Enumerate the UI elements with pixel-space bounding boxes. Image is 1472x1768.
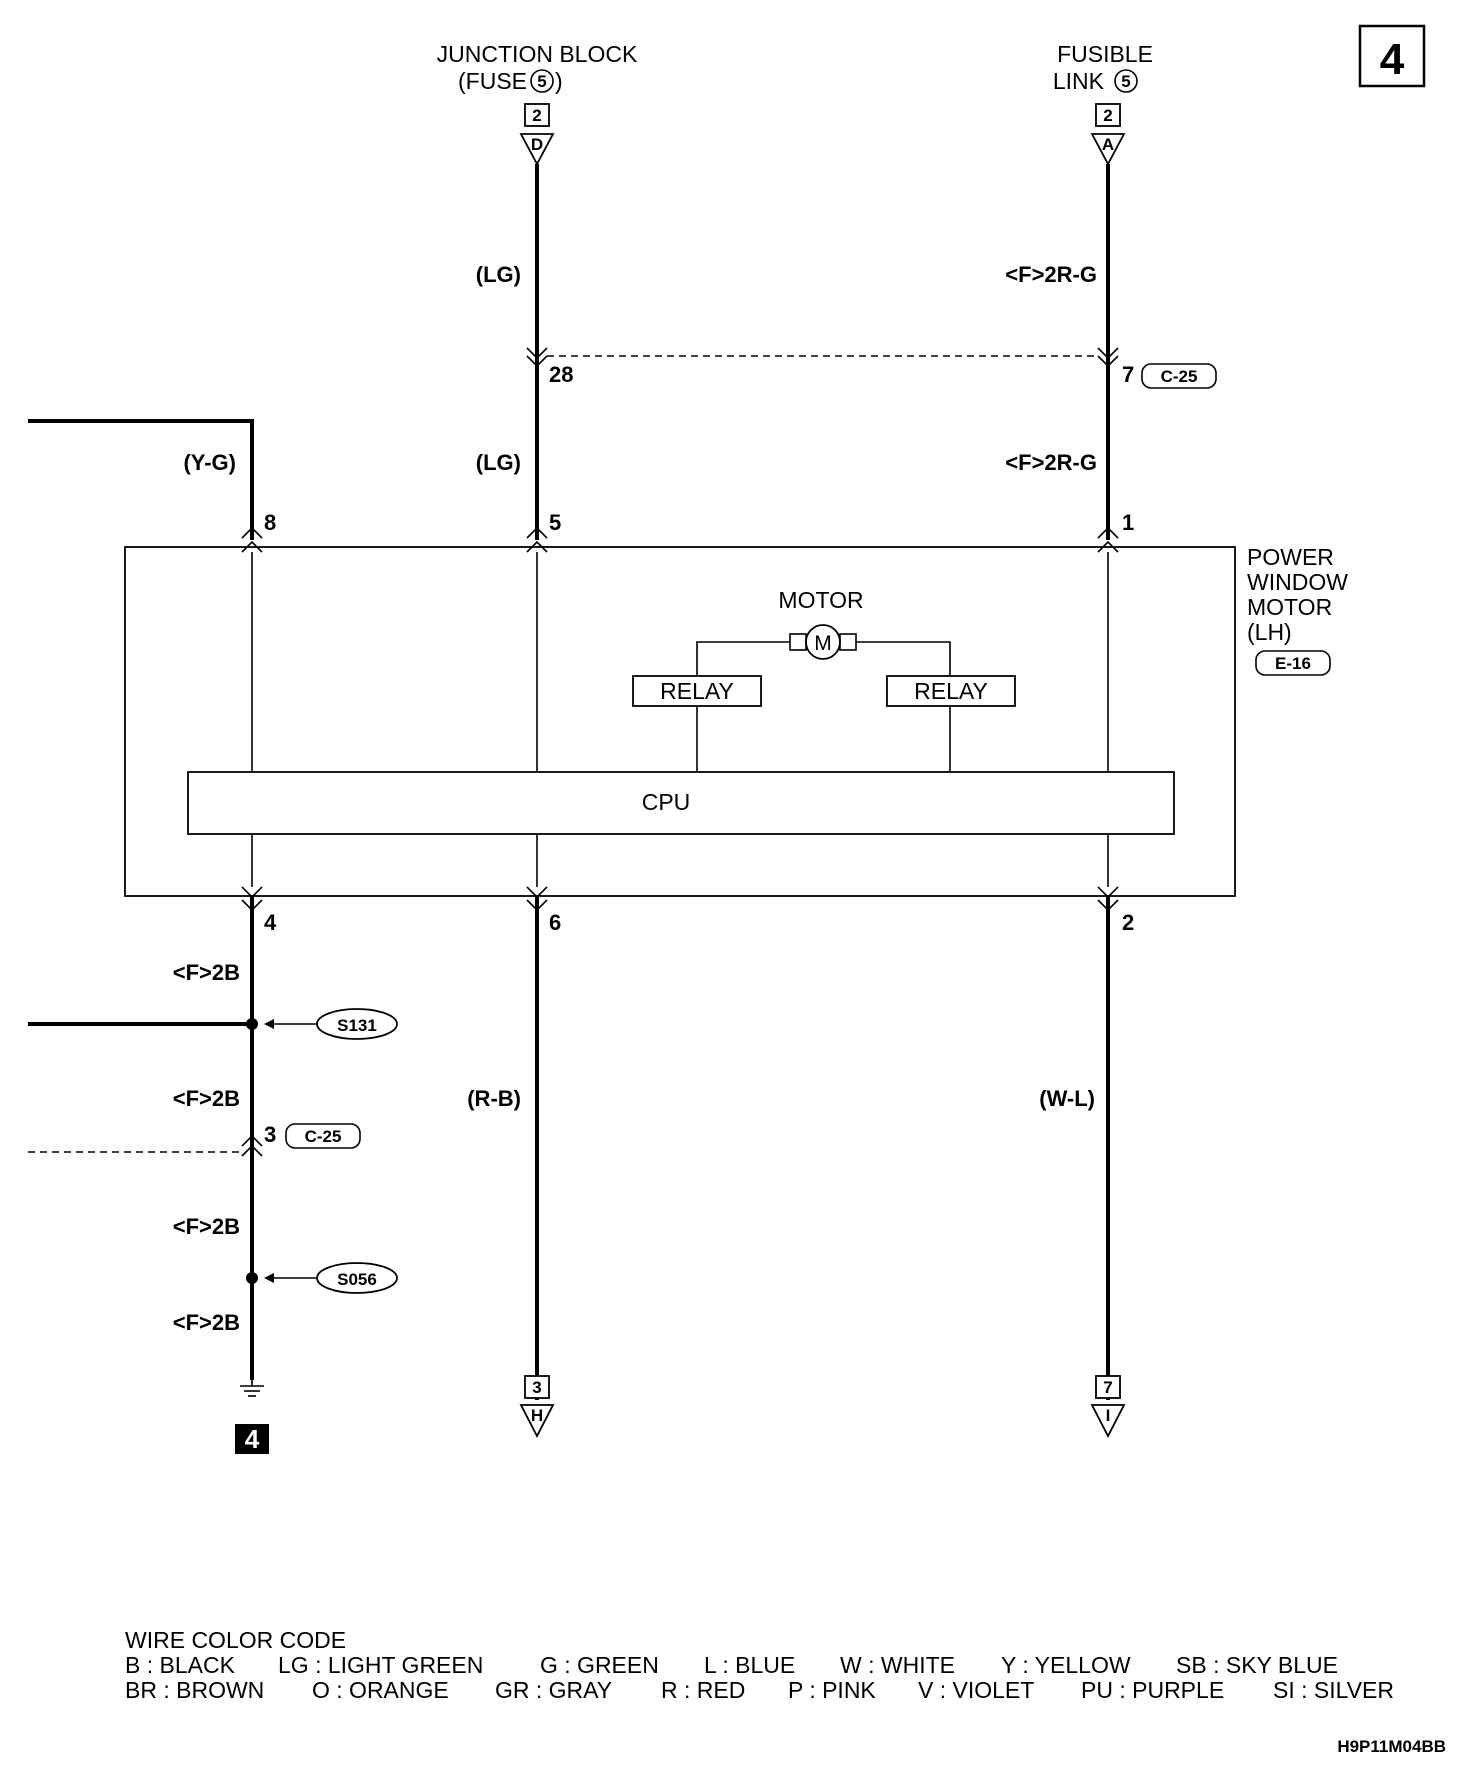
wire-label-lg-lower: (LG) — [476, 450, 521, 475]
svg-text:M: M — [814, 632, 832, 655]
legend-item: BR : BROWN — [125, 1677, 264, 1703]
terminal-top-right: 2 A — [1090, 103, 1126, 166]
legend-item: W : WHITE — [840, 1652, 955, 1678]
wire-label-rg-lower: <F>2R-G — [1005, 450, 1097, 475]
pin-7: 7 — [1122, 362, 1134, 387]
wire-label-b-2: <F>2B — [173, 1086, 240, 1111]
connector-c25-pin3 — [241, 1134, 263, 1157]
component-name-line1: POWER — [1247, 544, 1334, 570]
legend-item: LG : LIGHT GREEN — [278, 1652, 483, 1678]
ground-icon — [240, 1378, 264, 1397]
svg-text:H: H — [531, 1406, 543, 1425]
wire-label-rb: (R-B) — [467, 1086, 521, 1111]
svg-text:3: 3 — [532, 1378, 541, 1397]
wire-label-rg-upper: <F>2R-G — [1005, 262, 1097, 287]
wire-label-wl: (W-L) — [1039, 1086, 1095, 1111]
figure-code: H9P11M04BB — [1337, 1737, 1446, 1756]
pin-5: 5 — [549, 510, 561, 535]
svg-text:2: 2 — [532, 106, 541, 125]
terminal-bottom-right: 7 I — [1090, 1375, 1126, 1438]
pin-28: 28 — [549, 362, 573, 387]
wire-label-b-3: <F>2B — [173, 1214, 240, 1239]
fuse-close-paren: ) — [555, 68, 563, 94]
connector-c25-pin7 — [1097, 347, 1119, 368]
connector-tag-c25-bottom: C-25 — [285, 1123, 361, 1149]
svg-text:5: 5 — [1121, 72, 1130, 91]
legend-item: G : GREEN — [540, 1652, 659, 1678]
wire-yg — [28, 419, 254, 540]
component-name-line2: WINDOW — [1247, 569, 1348, 595]
connector-tag-c25-top: C-25 — [1141, 363, 1217, 389]
relay-left: RELAY — [632, 675, 762, 707]
svg-text:I: I — [1106, 1406, 1111, 1425]
component-name-line4: (LH) — [1247, 619, 1292, 645]
legend-item: P : PINK — [788, 1677, 876, 1703]
pin-arrows-bottom — [241, 886, 1119, 912]
svg-text:RELAY: RELAY — [914, 678, 988, 704]
svg-text:2: 2 — [1103, 106, 1112, 125]
motor-label: MOTOR — [778, 587, 863, 613]
connector-c25-pin28 — [526, 347, 548, 368]
pin-1: 1 — [1122, 510, 1134, 535]
junction-block-label: JUNCTION BLOCK — [437, 41, 638, 67]
pin-4: 4 — [264, 910, 277, 935]
svg-text:S131: S131 — [337, 1016, 377, 1035]
svg-text:RELAY: RELAY — [660, 678, 734, 704]
cpu-block: CPU — [187, 771, 1175, 835]
ground-badge: 4 — [235, 1424, 269, 1454]
pin-2: 2 — [1122, 910, 1134, 935]
power-window-motor-module — [124, 546, 1236, 897]
wire-label-b-4: <F>2B — [173, 1310, 240, 1335]
relay-right: RELAY — [886, 675, 1016, 707]
legend-item: SI : SILVER — [1273, 1677, 1394, 1703]
junction-block-fuse-label: (FUSE — [458, 68, 527, 94]
svg-text:E-16: E-16 — [1275, 654, 1311, 673]
pin-3: 3 — [264, 1122, 276, 1147]
fusible-link-label-2: LINK — [1053, 68, 1105, 94]
splice-s131: S131 — [246, 1008, 398, 1040]
legend-item: GR : GRAY — [495, 1677, 612, 1703]
fusible-link-label: FUSIBLE — [1057, 41, 1153, 67]
legend-item: PU : PURPLE — [1081, 1677, 1224, 1703]
wire-color-legend: WIRE COLOR CODE B : BLACK LG : LIGHT GRE… — [125, 1627, 1394, 1703]
svg-text:C-25: C-25 — [305, 1127, 342, 1146]
component-name-line3: MOTOR — [1247, 594, 1332, 620]
svg-text:5: 5 — [537, 72, 546, 91]
wire-label-lg-upper: (LG) — [476, 262, 521, 287]
svg-text:D: D — [531, 135, 543, 154]
legend-item: Y : YELLOW — [1001, 1652, 1131, 1678]
terminal-top-left: 2 D — [519, 103, 555, 166]
svg-text:4: 4 — [245, 1424, 260, 1454]
page-badge: 4 — [1358, 24, 1426, 88]
svg-text:4: 4 — [1380, 35, 1405, 84]
svg-text:A: A — [1102, 135, 1114, 154]
svg-text:C-25: C-25 — [1161, 367, 1198, 386]
legend-item: B : BLACK — [125, 1652, 236, 1678]
svg-text:S056: S056 — [337, 1270, 377, 1289]
legend-item: O : ORANGE — [312, 1677, 449, 1703]
fuse-number-badge: 5 — [530, 69, 554, 93]
motor-icon: M — [789, 624, 857, 660]
legend-item: SB : SKY BLUE — [1176, 1652, 1338, 1678]
wire-label-yg: (Y-G) — [183, 450, 236, 475]
svg-text:CPU: CPU — [642, 789, 691, 815]
legend-item: R : RED — [661, 1677, 745, 1703]
svg-text:7: 7 — [1103, 1378, 1112, 1397]
connector-tag-e16: E-16 — [1255, 650, 1331, 676]
legend-item: V : VIOLET — [918, 1677, 1034, 1703]
legend-item: L : BLUE — [704, 1652, 795, 1678]
splice-s056: S056 — [246, 1262, 398, 1294]
pin-arrows-top — [241, 526, 1119, 553]
pin-6: 6 — [549, 910, 561, 935]
pin-8: 8 — [264, 510, 276, 535]
module-internal-wiring — [251, 552, 1109, 887]
fusible-link-number-badge: 5 — [1114, 69, 1138, 93]
wire-label-b-1: <F>2B — [173, 960, 240, 985]
terminal-bottom-mid: 3 H — [519, 1375, 555, 1438]
legend-title: WIRE COLOR CODE — [125, 1627, 346, 1653]
